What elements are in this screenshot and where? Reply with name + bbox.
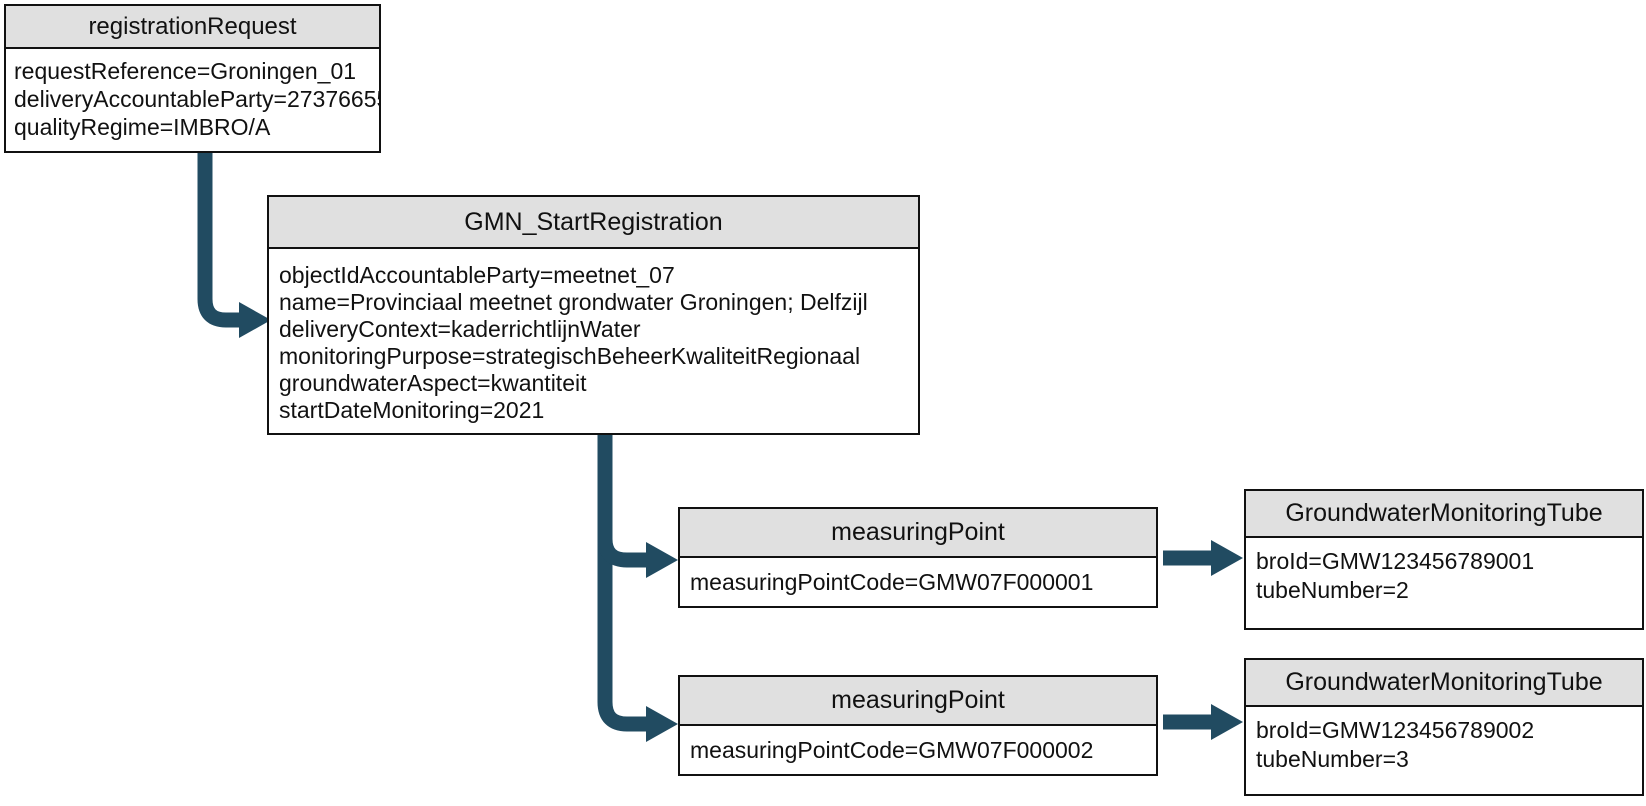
groundwater-monitoring-tube-1-title: GroundwaterMonitoringTube [1246,491,1642,538]
attribute-line: tubeNumber=3 [1256,746,1409,772]
measuring-point-1-attributes: measuringPointCode=GMW07F000001 [680,558,1156,596]
attribute-line: qualityRegime=IMBRO/A [14,114,271,140]
gmn-start-registration-node: GMN_StartRegistration objectIdAccountabl… [267,195,920,435]
arrow-gmn-to-mp1-head [646,542,678,578]
attribute-line: startDateMonitoring=2021 [279,397,545,423]
arrow-mp2-to-tube2-head [1211,704,1243,740]
measuring-point-1-node: measuringPoint measuringPointCode=GMW07F… [678,507,1158,608]
gmn-start-registration-title: GMN_StartRegistration [269,197,918,249]
arrow-request-to-gmn [197,152,240,328]
measuring-point-2-title: measuringPoint [680,677,1156,726]
attribute-line: measuringPointCode=GMW07F000001 [690,569,1094,595]
attribute-line: name=Provinciaal meetnet grondwater Gron… [279,289,868,315]
attribute-line: groundwaterAspect=kwantiteit [279,370,587,396]
groundwater-monitoring-tube-2-attributes: broId=GMW123456789002 tubeNumber=3 [1246,707,1642,774]
gmn-start-registration-attributes: objectIdAccountableParty=meetnet_07 name… [269,249,918,424]
registration-request-node: registrationRequest requestReference=Gro… [4,4,381,153]
measuring-point-2-node: measuringPoint measuringPointCode=GMW07F… [678,675,1158,776]
attribute-line: deliveryContext=kaderrichtlijnWater [279,316,641,342]
attribute-line: measuringPointCode=GMW07F000002 [690,737,1094,763]
attribute-line: broId=GMW123456789002 [1256,717,1535,743]
arrow-gmn-to-mp2-head [646,706,678,742]
arrow-gmn-trunk [597,433,648,732]
attribute-line: deliveryAccountableParty=27376655 [14,86,379,112]
groundwater-monitoring-tube-1-attributes: broId=GMW123456789001 tubeNumber=2 [1246,538,1642,605]
measuring-point-1-title: measuringPoint [680,509,1156,558]
groundwater-monitoring-tube-2-node: GroundwaterMonitoringTube broId=GMW12345… [1244,658,1644,796]
attribute-line: requestReference=Groningen_01 [14,58,357,84]
registration-request-title: registrationRequest [6,6,379,49]
groundwater-monitoring-tube-1-node: GroundwaterMonitoringTube broId=GMW12345… [1244,489,1644,630]
attribute-line: objectIdAccountableParty=meetnet_07 [279,262,675,288]
registration-request-attributes: requestReference=Groningen_01 deliveryAc… [6,49,379,141]
arrow-mp1-to-tube1-head [1211,540,1243,576]
attribute-line: tubeNumber=2 [1256,577,1409,603]
attribute-line: monitoringPurpose=strategischBeheerKwali… [279,343,861,369]
attribute-line: broId=GMW123456789001 [1256,548,1535,574]
groundwater-monitoring-tube-2-title: GroundwaterMonitoringTube [1246,660,1642,707]
measuring-point-2-attributes: measuringPointCode=GMW07F000002 [680,726,1156,764]
arrow-gmn-branch-1 [597,515,648,568]
